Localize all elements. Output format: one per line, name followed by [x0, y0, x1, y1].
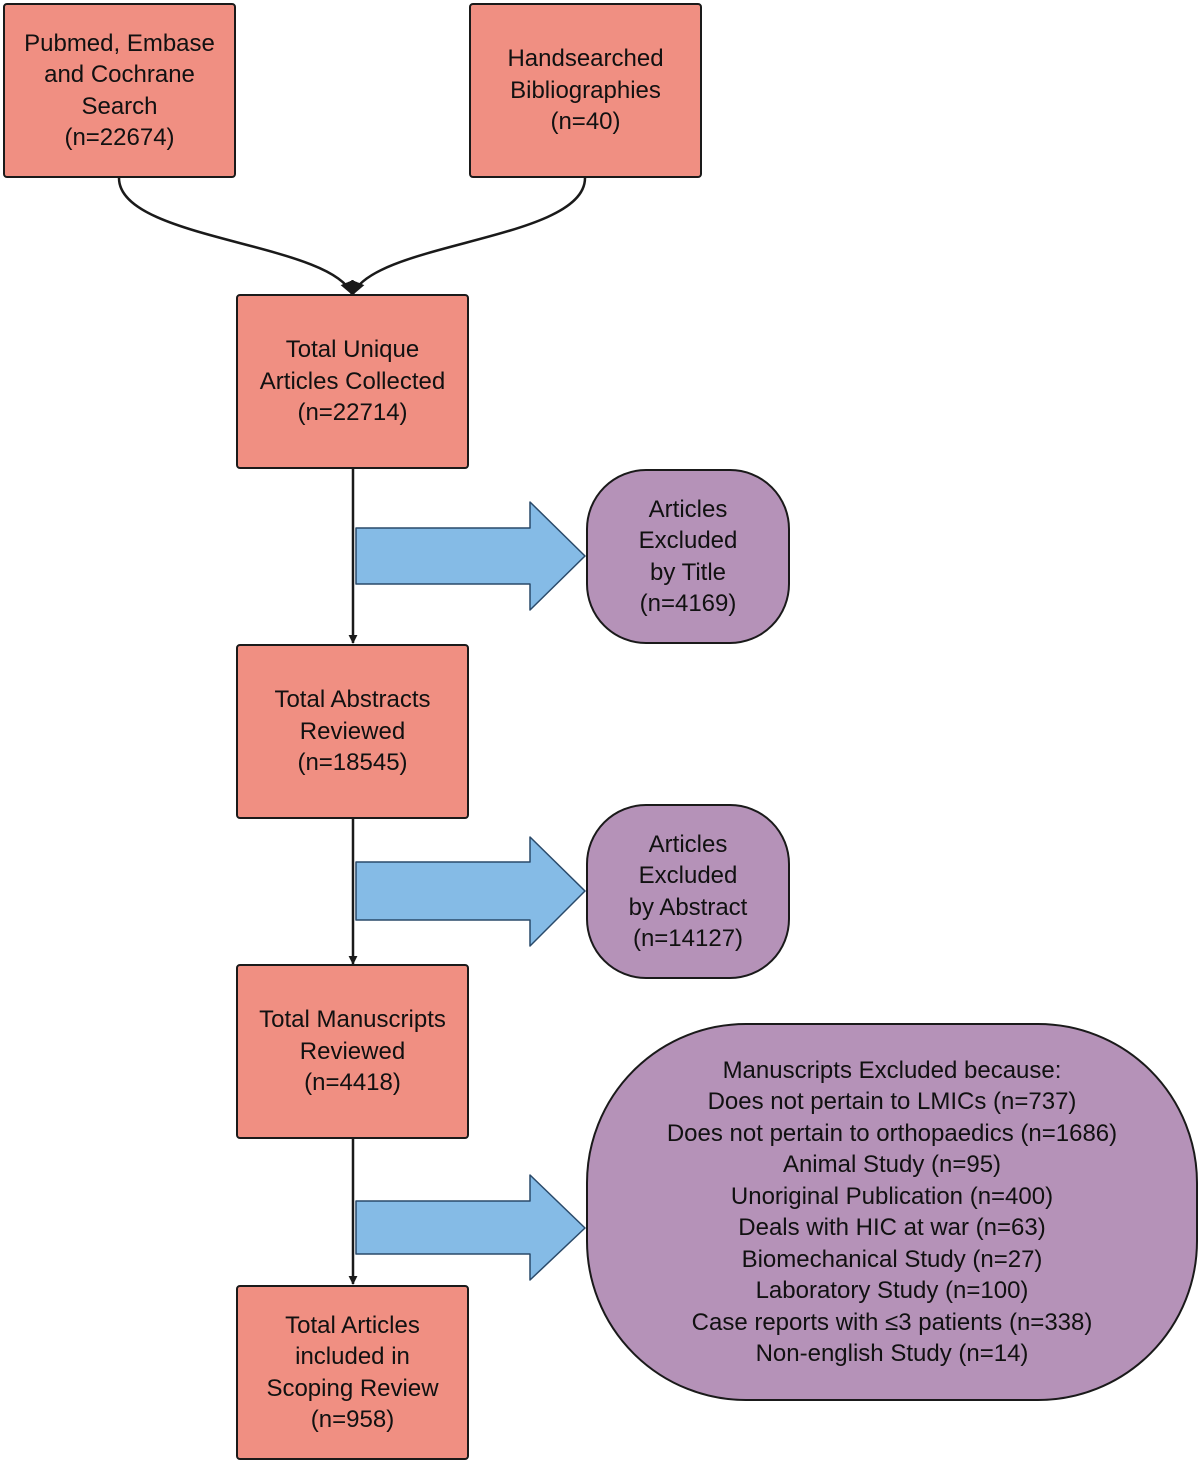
box-line: Reviewed [299, 1037, 406, 1065]
box-line: Search [81, 92, 158, 120]
box-databases-search: Pubmed, Embase and Cochrane Search (n=22… [3, 3, 236, 178]
exclusion-arrow-abstract [355, 836, 586, 947]
oval-line: Articles [648, 830, 728, 858]
exclusion-reason: Non-english Study (n=14) [755, 1340, 1029, 1367]
exclusion-reason: Biomechanical Study (n=27) [741, 1245, 1043, 1273]
box-line: Total Articles [285, 1311, 420, 1339]
oval-line: Excluded [638, 862, 738, 889]
box-line: (n=958) [310, 1406, 395, 1433]
box-line: Total Manuscripts [259, 1006, 446, 1034]
exclusion-reason: Unoriginal Publication (n=400) [730, 1182, 1054, 1210]
box-manuscripts-reviewed: Total Manuscripts Reviewed (n=4418) [236, 964, 469, 1139]
box-total-unique: Total Unique Articles Collected (n=22714… [236, 294, 469, 469]
box-line: Bibliographies [510, 76, 661, 104]
exclusion-reason-heading: Manuscripts Excluded because: [722, 1056, 1062, 1084]
box-line: (n=4418) [304, 1069, 401, 1097]
exclusion-reason: Animal Study (n=95) [782, 1151, 1002, 1178]
box-line: Articles Collected [259, 367, 446, 395]
box-line: (n=22714) [297, 399, 408, 427]
box-line: Total Unique [285, 336, 420, 364]
oval-manuscripts-excluded: Manuscripts Excluded because: Does not p… [586, 1023, 1198, 1401]
oval-excluded-by-abstract: Articles Excluded by Abstract (n=14127) [586, 804, 790, 979]
exclusion-reason: Deals with HIC at war (n=63) [738, 1214, 1046, 1241]
connector-databases-to-unique [117, 177, 354, 296]
box-abstracts-reviewed: Total Abstracts Reviewed (n=18545) [236, 644, 469, 819]
oval-line: by Abstract [628, 893, 748, 921]
exclusion-reason: Case reports with ≤3 patients (n=338) [691, 1308, 1093, 1336]
connector-handsearched-to-unique [351, 177, 587, 296]
oval-line: Excluded [638, 527, 738, 554]
exclusion-arrow-title [355, 501, 586, 611]
exclusion-reason: Laboratory Study (n=100) [755, 1277, 1029, 1304]
exclusion-arrow-manuscripts [355, 1174, 586, 1281]
oval-line: (n=4169) [639, 590, 737, 617]
box-line: Reviewed [299, 717, 406, 745]
box-line: Scoping Review [266, 1374, 439, 1402]
box-line: and Cochrane [44, 61, 195, 88]
box-line: (n=40) [550, 108, 621, 136]
box-handsearched: Handsearched Bibliographies (n=40) [469, 3, 702, 178]
oval-excluded-by-title: Articles Excluded by Title (n=4169) [586, 469, 790, 644]
box-line: Handsearched [507, 45, 664, 73]
exclusion-reason: Does not pertain to LMICs (n=737) [707, 1088, 1077, 1115]
box-line: Pubmed, Embase [24, 29, 215, 57]
box-included: Total Articles included in Scoping Revie… [236, 1285, 469, 1460]
oval-line: by Title [649, 558, 727, 586]
exclusion-reason: Does not pertain to orthopaedics (n=1686… [666, 1119, 1118, 1147]
box-line: Total Abstracts [274, 686, 431, 714]
box-line: (n=22674) [64, 124, 175, 151]
oval-line: Articles [648, 495, 728, 523]
box-line: included in [295, 1343, 410, 1370]
oval-line: (n=14127) [632, 925, 744, 952]
box-line: (n=18545) [297, 749, 408, 777]
